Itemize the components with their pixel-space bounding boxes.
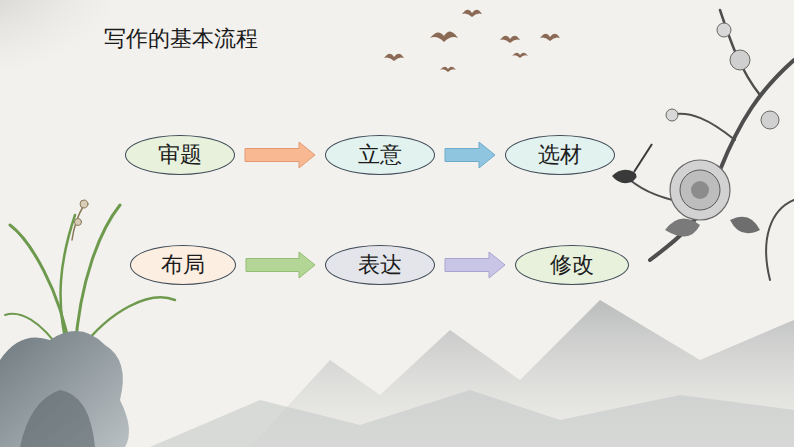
- block-arrow: [246, 252, 315, 278]
- block-arrow: [245, 142, 315, 168]
- perched-bird: [634, 144, 652, 172]
- process-oval: 选材: [505, 135, 615, 175]
- orchid-leaves: [72, 205, 84, 240]
- process-oval: 审题: [125, 135, 235, 175]
- rock: [0, 331, 129, 447]
- block-arrow: [445, 252, 505, 278]
- peony-flower: [665, 219, 700, 237]
- peony-flower: [761, 111, 779, 129]
- orchid-leaves: [80, 200, 88, 208]
- peony-flower: [680, 170, 720, 210]
- flying-bird: [384, 10, 560, 72]
- step-label: 修改: [550, 252, 594, 278]
- mountain-range: [150, 300, 794, 447]
- step-label: 表达: [358, 252, 402, 278]
- mountain-range: [150, 390, 794, 447]
- blossom-branch: [630, 10, 794, 280]
- process-oval: 布局: [130, 245, 236, 285]
- peony-flower: [666, 109, 678, 121]
- peony-flower: [691, 181, 709, 199]
- flying-bird: [440, 67, 456, 72]
- process-oval: 立意: [325, 135, 435, 175]
- peony-flower: [730, 50, 750, 70]
- slide-title: 写作的基本流程: [104, 24, 258, 54]
- orchid-leaves: [75, 219, 82, 226]
- flying-bird: [540, 34, 560, 41]
- process-oval: 表达: [325, 245, 435, 285]
- block-arrow: [445, 142, 495, 168]
- peony-flower: [670, 160, 730, 220]
- peony-flower: [730, 217, 760, 234]
- flying-bird: [512, 53, 528, 58]
- blossom-branch: [650, 60, 794, 260]
- flying-bird: [500, 36, 520, 43]
- flying-bird: [430, 31, 458, 42]
- step-label: 布局: [161, 252, 205, 278]
- peony-flower: [717, 23, 731, 37]
- flying-bird: [462, 10, 482, 17]
- perched-bird: [612, 170, 637, 183]
- flying-bird: [384, 54, 404, 61]
- rock: [0, 331, 129, 447]
- step-label: 立意: [358, 142, 402, 168]
- blossom-branch: [766, 200, 794, 280]
- perched-bird: [612, 144, 652, 183]
- blossom-branch: [720, 10, 760, 95]
- step-label: 选材: [538, 142, 582, 168]
- blossom-branch: [670, 114, 735, 140]
- peony-flower: [665, 23, 779, 236]
- step-label: 审题: [158, 142, 202, 168]
- process-oval: 修改: [515, 245, 629, 285]
- rock: [20, 390, 95, 447]
